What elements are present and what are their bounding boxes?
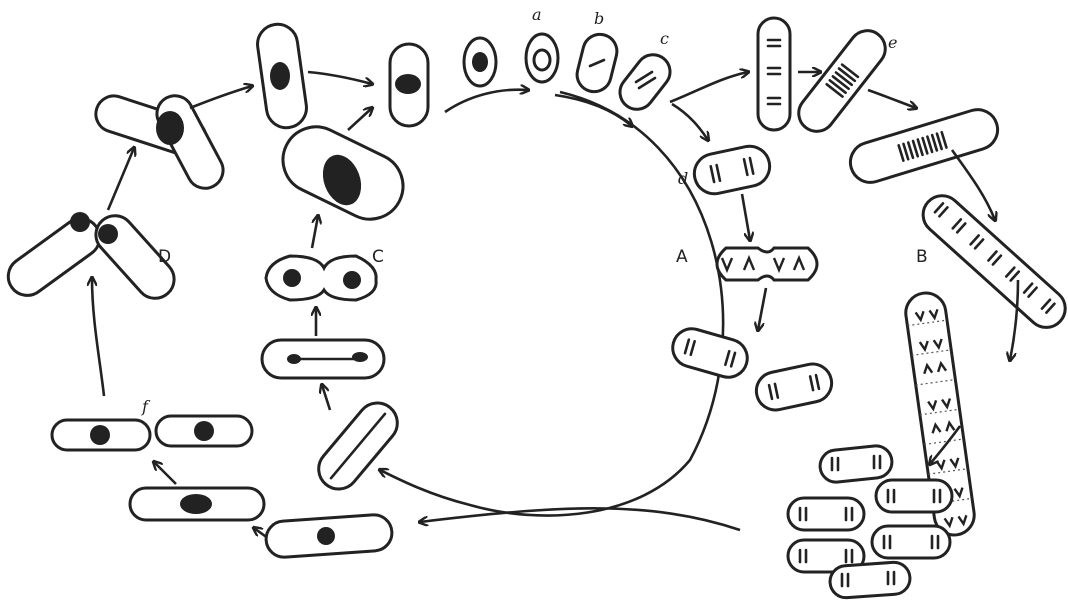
spore-cell-1 bbox=[464, 38, 496, 86]
label-b: b bbox=[594, 9, 604, 28]
central-cycle-arc bbox=[380, 92, 723, 516]
arrow-v-to-top-left bbox=[190, 86, 252, 108]
arrow-D-to-v bbox=[108, 148, 134, 210]
cell-dumbbell bbox=[262, 340, 384, 378]
spore-cell-c bbox=[613, 48, 677, 116]
arrow-c-to-d bbox=[672, 104, 708, 140]
arrow-e-to-long bbox=[868, 90, 916, 108]
spore-cell-b bbox=[573, 31, 620, 96]
cell-rod-line bbox=[311, 395, 406, 497]
label-c: c bbox=[660, 29, 669, 48]
fragment-cell-4 bbox=[872, 526, 950, 558]
arrow-top-left-to-top-mid bbox=[308, 72, 372, 84]
arrow-double-to-f bbox=[154, 462, 176, 484]
label-d: d bbox=[678, 169, 688, 188]
label-B: B bbox=[916, 247, 928, 267]
dividing-cell-A bbox=[717, 248, 817, 280]
arrow-d-to-dividing bbox=[742, 194, 750, 240]
fragment-cell-2 bbox=[876, 480, 952, 512]
arrow-fused-to-top bbox=[348, 108, 372, 130]
fragment-cell-3 bbox=[788, 498, 864, 530]
spore-cell-a bbox=[526, 34, 558, 82]
arrow-A-to-daughters bbox=[758, 288, 766, 330]
cell-f-left bbox=[52, 420, 150, 450]
cell-fused-cross bbox=[272, 116, 414, 231]
arrow-pair-to-fused bbox=[312, 216, 318, 248]
cell-pinched-pair bbox=[266, 256, 376, 300]
cell-bottom-single bbox=[265, 514, 393, 559]
daughter-cell-2 bbox=[753, 361, 835, 414]
label-C: C bbox=[372, 247, 384, 267]
daughter-cell-1 bbox=[668, 324, 752, 381]
label-e: e bbox=[888, 33, 897, 52]
label-D: D bbox=[158, 247, 171, 267]
cell-d bbox=[691, 143, 774, 198]
label-f: f bbox=[141, 397, 151, 416]
fragment-cell-6 bbox=[829, 561, 911, 599]
cell-f-right bbox=[156, 416, 252, 446]
cell-e-vertical bbox=[758, 18, 790, 130]
cell-double-nucleus bbox=[130, 488, 264, 520]
central-cycle-branch-arrow bbox=[420, 508, 740, 530]
cell-e-diagonal bbox=[791, 23, 892, 138]
arrow-c-to-e bbox=[670, 72, 748, 102]
arrow-f-to-D bbox=[92, 278, 104, 396]
cell-left-upper-left bbox=[255, 22, 309, 131]
label-a: a bbox=[532, 5, 542, 24]
arrow-rod-to-dumbbell bbox=[322, 385, 330, 410]
cell-long-streaked bbox=[845, 105, 1002, 188]
fragment-cell-1 bbox=[819, 444, 894, 483]
cell-v-shaped bbox=[91, 89, 229, 194]
label-A: A bbox=[676, 247, 688, 267]
cell-top-mid bbox=[390, 44, 428, 126]
top-arc-arrow bbox=[445, 90, 528, 112]
